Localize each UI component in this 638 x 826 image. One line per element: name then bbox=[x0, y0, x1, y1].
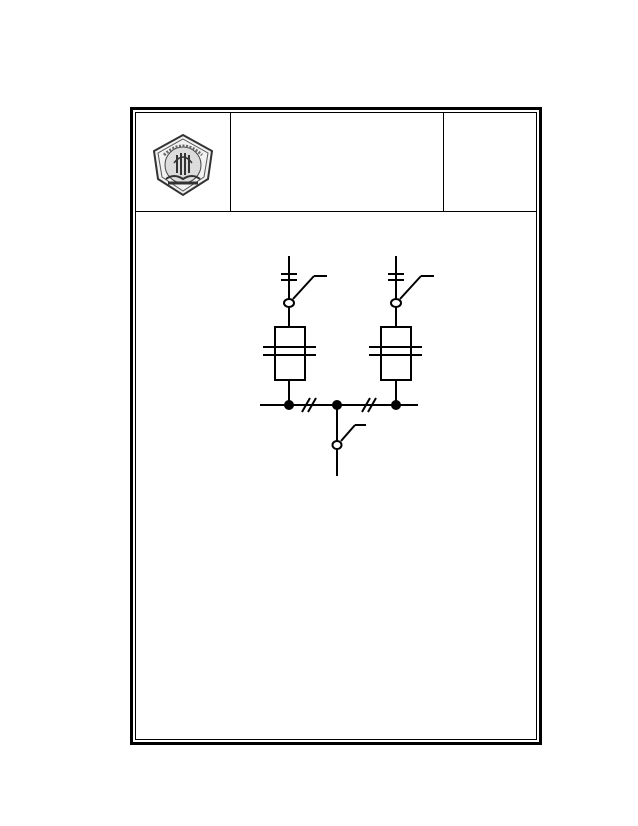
document-inner-frame bbox=[135, 112, 537, 740]
double-busbar-disconnect-switch-right bbox=[388, 256, 434, 308]
busbar-junction-node-left bbox=[284, 400, 294, 410]
document-header bbox=[136, 113, 536, 212]
busbar-section-mark-right bbox=[361, 397, 377, 413]
busbar-junction-node-center bbox=[332, 400, 342, 410]
busbar-junction-node-right bbox=[391, 400, 401, 410]
busbar-section-mark-left bbox=[301, 397, 317, 413]
emblem-icon bbox=[150, 133, 216, 197]
header-title-cell bbox=[231, 113, 444, 211]
circuit-breaker-right bbox=[369, 326, 422, 381]
double-busbar-disconnect-switch-left bbox=[281, 256, 327, 308]
header-logo-cell bbox=[136, 113, 231, 211]
document-frame bbox=[130, 107, 542, 745]
circuit-breaker-left bbox=[263, 326, 316, 381]
